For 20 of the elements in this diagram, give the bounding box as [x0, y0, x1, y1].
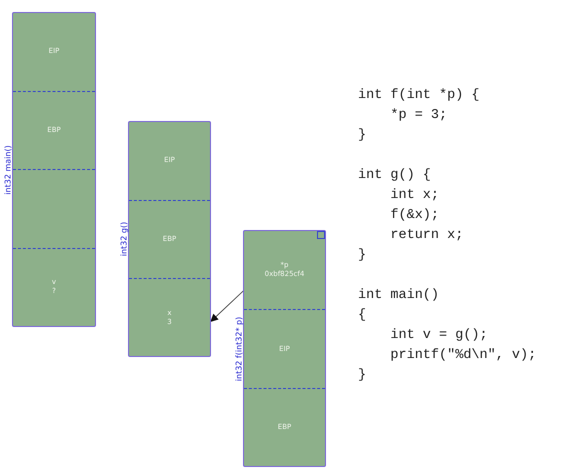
code-line: } — [358, 128, 366, 144]
code-line: int main() — [358, 288, 440, 304]
stack-frame — [243, 230, 326, 467]
frame-label: int32 main() — [4, 144, 12, 194]
code-line: } — [358, 248, 366, 264]
frame-label: int32 g() — [120, 222, 128, 256]
stack-frame — [128, 121, 211, 357]
code-line: { — [358, 308, 366, 324]
stack-frame — [12, 12, 96, 327]
frame-label: int32 f(int32* p) — [234, 316, 244, 381]
code-line: *p = 3; — [389, 108, 448, 124]
pointer-arrow — [210, 290, 244, 322]
code-line: } — [358, 368, 366, 384]
code-line: printf("%d\n", v); — [389, 348, 536, 364]
code-line: return x; — [389, 228, 464, 244]
code-line: int g() { — [358, 168, 431, 184]
code-line: int x; — [389, 188, 440, 204]
code-line: int v = g(); — [389, 328, 488, 344]
code-line: int f(int *p) { — [358, 88, 480, 104]
code-line: f(&x); — [389, 208, 440, 224]
